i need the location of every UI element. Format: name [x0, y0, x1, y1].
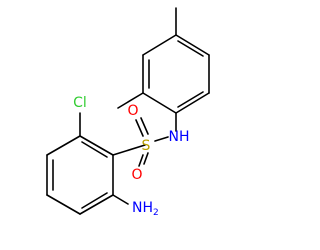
bond-s-o-upper-b	[140, 117, 149, 135]
bond-u4-u5	[175, 34, 210, 56]
chlorine-atom-label: Cl	[73, 95, 87, 111]
amino-nh-text: NH	[132, 200, 153, 216]
bond-double-inner-2	[81, 192, 108, 209]
bond-u3-u4	[142, 34, 177, 56]
molecule-drawing: Cl O S O NH NH2	[46, 7, 210, 218]
structure-canvas: Cl O S O NH NH2	[46, 7, 210, 218]
bond-c-nh2	[112, 194, 129, 205]
bond-u6-u1	[175, 92, 210, 114]
bond-double-upper-2	[177, 40, 204, 57]
bond-s-o-lower-a	[138, 154, 144, 167]
sulfur-atom-label: S	[142, 138, 151, 154]
bond-c3-c4	[79, 194, 114, 215]
amino-subscript-2: 2	[153, 208, 159, 218]
sulfonamide-nh-label: NH	[169, 129, 190, 145]
bond-c5-c6	[79, 135, 114, 156]
bond-s-o-lower-b	[143, 152, 149, 165]
bond-double-upper-3	[177, 91, 204, 108]
oxygen-upper-label: O	[127, 103, 138, 119]
ring-chloroaminophenyl	[46, 135, 114, 215]
bond-s-o-upper-a	[135, 119, 144, 137]
ring-dimethylphenyl	[142, 34, 210, 114]
bond-s-n	[154, 136, 169, 142]
bond-c-s	[112, 144, 146, 156]
bond-c2-c3	[46, 194, 81, 215]
bond-c6-c1	[46, 135, 81, 156]
bond-u1-u2	[142, 92, 177, 114]
amino-group-label: NH2	[132, 200, 159, 218]
bond-double-inner-3	[81, 141, 108, 158]
oxygen-lower-label: O	[131, 167, 142, 183]
bond-methyl-ortho	[117, 92, 144, 109]
